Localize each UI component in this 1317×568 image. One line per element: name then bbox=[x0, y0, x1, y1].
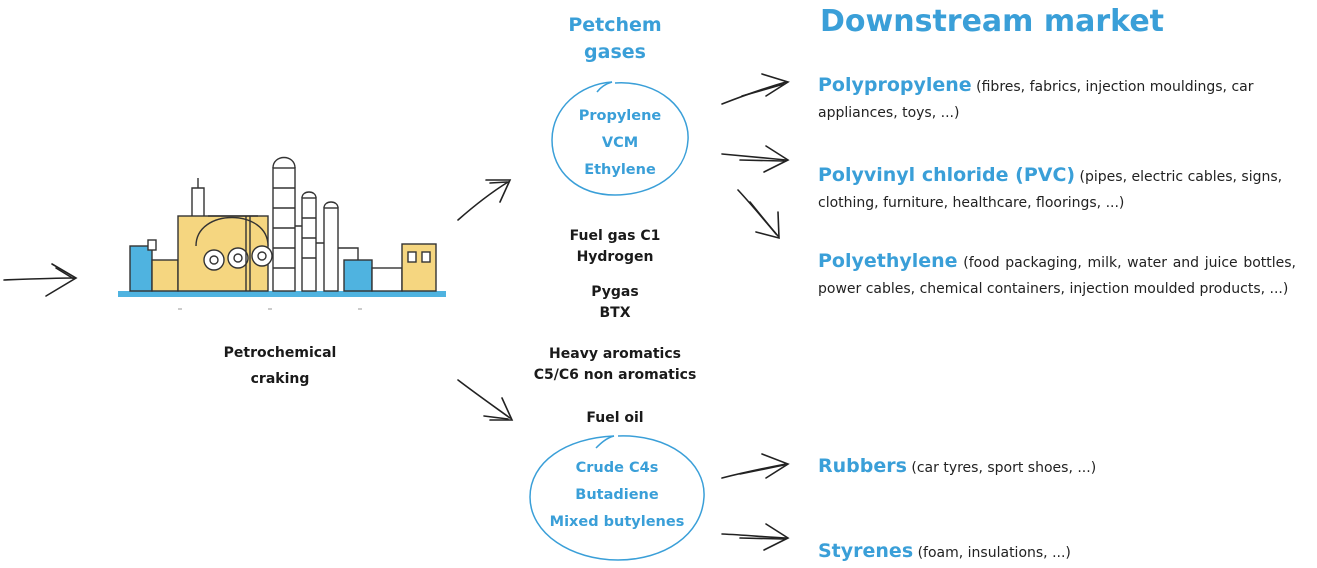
c4-item: Mixed butylenes bbox=[549, 514, 685, 530]
product-desc: (foam, insulations, ...) bbox=[917, 545, 1071, 561]
product-name: Rubbers bbox=[818, 455, 907, 477]
gas-item: VCM bbox=[601, 135, 639, 151]
downstream-product-polyethylene: Polyethylene (food packaging, milk, wate… bbox=[818, 248, 1296, 302]
product-group-2: Pygas BTX bbox=[485, 282, 745, 324]
product-desc: (fibres, fabrics, injection mouldings, c… bbox=[818, 79, 1254, 121]
downstream-product-polypropylene: Polypropylene (fibres, fabrics, injectio… bbox=[818, 72, 1296, 126]
arrow-to-petchem-icon bbox=[457, 179, 512, 221]
product-item: Hydrogen bbox=[576, 249, 654, 265]
downstream-product-rubbers: Rubbers (car tyres, sport shoes, ...) bbox=[818, 453, 1296, 481]
c4-circle-list: Crude C4s Butadiene Mixed butylenes bbox=[487, 455, 747, 536]
arrow-polypropylene-icon bbox=[721, 73, 790, 105]
downstream-product-pvc: Polyvinyl chloride (PVC) (pipes, electri… bbox=[818, 162, 1296, 216]
product-name: Styrenes bbox=[818, 540, 914, 562]
product-item: Pygas bbox=[591, 284, 639, 300]
c4-item: Butadiene bbox=[575, 487, 659, 503]
product-desc: (food packaging, milk, water and juice b… bbox=[818, 255, 1296, 297]
plant-label-line1: Petrochemical bbox=[223, 345, 337, 361]
downstream-product-styrenes: Styrenes (foam, insulations, ...) bbox=[818, 538, 1296, 566]
product-name: Polyethylene bbox=[818, 250, 958, 272]
downstream-title: Downstream market bbox=[820, 4, 1165, 39]
product-desc: (pipes, electric cables, signs, clothing… bbox=[818, 169, 1283, 211]
petchem-title-line1: Petchem bbox=[568, 14, 662, 36]
c4-item: Crude C4s bbox=[575, 460, 659, 476]
plant-label: Petrochemical craking bbox=[180, 340, 380, 392]
product-group-4: Fuel oil bbox=[485, 408, 745, 429]
petrochemical-plant-icon bbox=[118, 156, 446, 310]
petchem-title-line2: gases bbox=[584, 41, 646, 63]
product-group-3: Heavy aromatics C5/C6 non aromatics bbox=[485, 344, 745, 386]
product-item: Heavy aromatics bbox=[549, 346, 681, 362]
petchem-gases-title: Petchem gases bbox=[535, 12, 695, 66]
input-arrow-icon bbox=[3, 263, 78, 297]
gas-item: Ethylene bbox=[584, 162, 656, 178]
product-item: BTX bbox=[599, 305, 631, 321]
plant-label-line2: craking bbox=[250, 371, 310, 387]
product-name: Polyvinyl chloride (PVC) bbox=[818, 164, 1076, 186]
product-item: Fuel oil bbox=[586, 410, 644, 426]
product-group-1: Fuel gas C1 Hydrogen bbox=[485, 226, 745, 268]
product-item: C5/C6 non aromatics bbox=[533, 367, 697, 383]
gas-circle-list: Propylene VCM Ethylene bbox=[490, 103, 750, 184]
product-item: Fuel gas C1 bbox=[569, 228, 661, 244]
product-desc: (car tyres, sport shoes, ...) bbox=[911, 460, 1097, 476]
gas-item: Propylene bbox=[578, 108, 662, 124]
product-name: Polypropylene bbox=[818, 74, 972, 96]
